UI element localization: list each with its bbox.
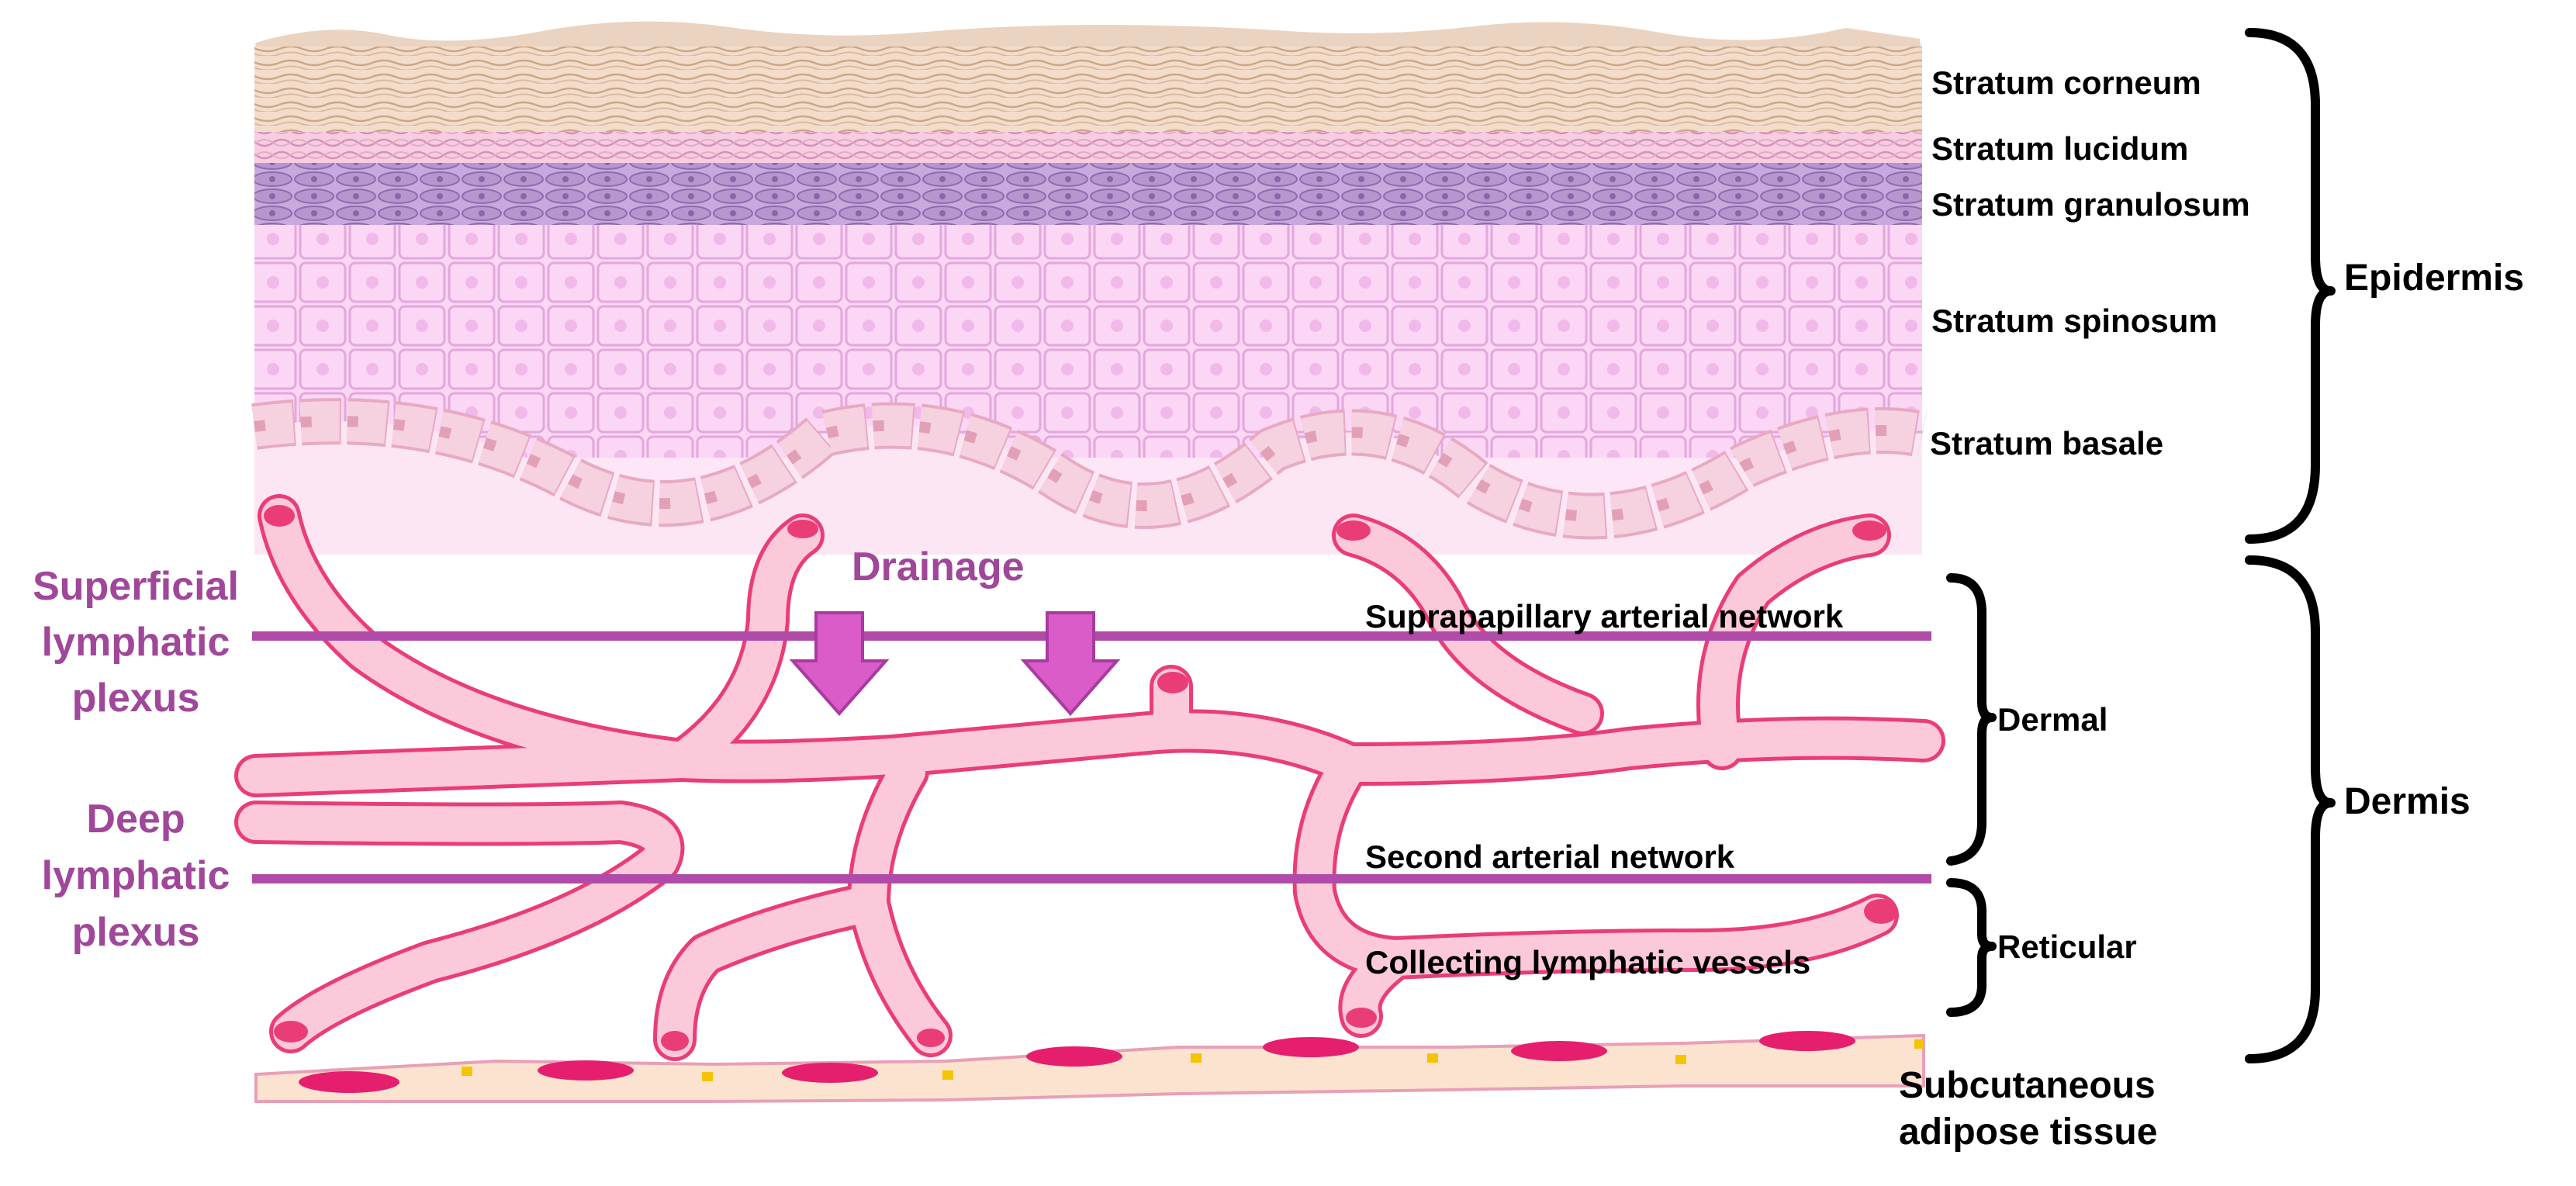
network-label-second: Second arterial network	[1365, 838, 1735, 875]
drainage-label: Drainage	[852, 545, 1025, 590]
lymphatic-vessels	[234, 494, 1945, 1061]
drainage-arrow	[789, 611, 1121, 717]
vessel-end-caps	[264, 505, 1898, 1051]
plexus-label-line: lymphatic	[41, 853, 230, 898]
plexus-label-line: plexus	[71, 676, 200, 721]
layer-label-stratum-granulosum: Stratum granulosum	[1931, 186, 2250, 223]
plexus-label-line: plexus	[71, 910, 200, 955]
region-label-dermal: Dermal	[1997, 701, 2108, 738]
bracket	[1946, 28, 2336, 1063]
superficial-plexus-label: Superficial lymphatic plexus	[16, 558, 256, 726]
adipose-cells	[254, 1031, 1925, 1103]
plexus-label-line: lymphatic	[41, 620, 230, 665]
deep-plexus-label: Deep lymphatic plexus	[16, 791, 256, 961]
subcutaneous-label-line: adipose tissue	[1899, 1112, 2158, 1153]
network-label-collecting: Collecting lymphatic vessels	[1365, 944, 1811, 980]
subcutaneous-label-line: Subcutaneous	[1899, 1065, 2156, 1106]
region-label-reticular: Reticular	[1997, 928, 2137, 965]
region-label-epidermis: Epidermis	[2344, 258, 2525, 299]
plexus-label-line: Superficial	[33, 564, 239, 609]
epidermis-illustration	[251, 21, 1927, 555]
layer-label-stratum-basale: Stratum basale	[1930, 425, 2164, 462]
plexus-label-line: Deep	[86, 797, 185, 842]
layer-label-stratum-corneum: Stratum corneum	[1931, 64, 2201, 101]
region-label-dermis: Dermis	[2344, 781, 2471, 822]
layer-label-stratum-lucidum: Stratum lucidum	[1931, 130, 2189, 167]
subcutaneous-label: Subcutaneous adipose tissue	[1899, 1063, 2157, 1156]
network-label-suprapapillary: Suprapapillary arterial network	[1365, 598, 1844, 634]
layer-label-stratum-spinosum: Stratum spinosum	[1931, 303, 2218, 339]
